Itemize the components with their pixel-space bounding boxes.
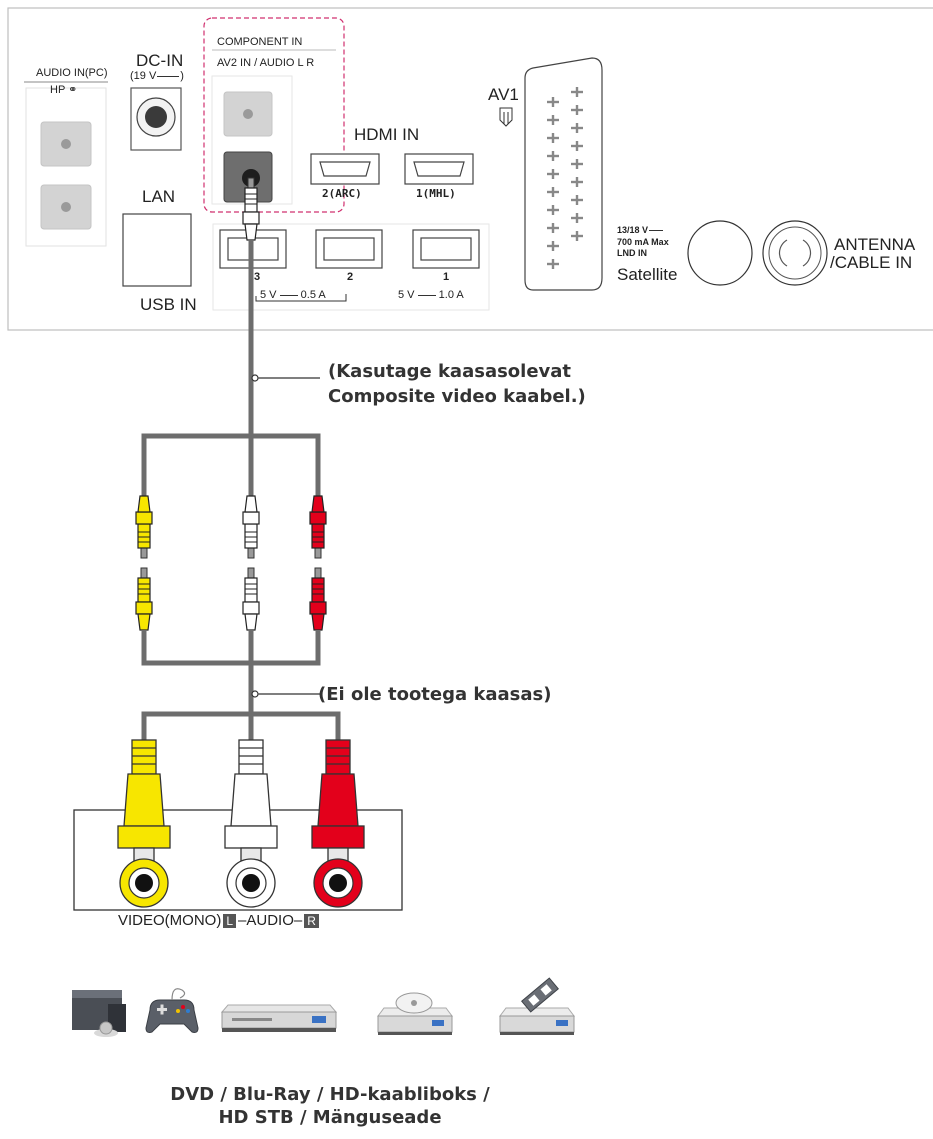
device-caption-line2: HD STB / Mänguseade xyxy=(218,1107,442,1129)
antenna-label-1: ANTENNA xyxy=(834,235,916,254)
big-plug-red xyxy=(311,739,365,867)
av2-in-label: AV2 IN / AUDIO L R xyxy=(217,57,315,69)
antenna-port xyxy=(762,220,828,286)
device-caption: DVD / Blu-Ray / HD-kaabliboks / HD STB /… xyxy=(100,1083,560,1130)
usb-port-1 xyxy=(412,229,480,269)
dc-symbol-icon xyxy=(279,294,298,296)
cable-merge-mid xyxy=(141,630,321,666)
usb-3-label: 3 xyxy=(254,271,261,283)
av1-scart-port xyxy=(524,57,603,291)
usb-1-power-label: 5 V 1.0 A xyxy=(398,290,464,301)
antenna-label-2: /CABLE IN xyxy=(830,253,913,272)
usb-1-current: 1.0 A xyxy=(438,289,464,301)
hp-label: HP ⚭ xyxy=(50,85,77,96)
component-jack-top xyxy=(223,91,273,137)
big-plug-white xyxy=(224,739,278,867)
hp-text: HP xyxy=(50,84,66,96)
pc-icon xyxy=(72,990,126,1037)
usb-3-2-voltage: 5 V xyxy=(260,289,277,301)
plug-red-mid xyxy=(309,567,327,631)
satellite-lnd-label: LND IN xyxy=(617,248,647,258)
dc-in-label: DC-IN xyxy=(136,51,184,70)
audio-in-pc-label: AUDIO IN(PC) xyxy=(36,67,108,79)
dc-symbol-icon xyxy=(417,294,436,296)
satellite-current-label: 700 mA Max xyxy=(617,237,669,247)
dc-in-voltage-label: (19 V) xyxy=(130,70,184,82)
satellite-voltage-label: 13/18 V xyxy=(617,225,664,235)
component-in-highlight xyxy=(203,17,345,213)
hdmi-1-label: 1(MHL) xyxy=(416,187,456,200)
plug-white-top xyxy=(242,495,260,559)
satellite-port xyxy=(687,220,753,286)
headphone-icon: ⚭ xyxy=(68,84,78,96)
usb-1-voltage: 5 V xyxy=(398,289,415,301)
audio-dash-left: – xyxy=(238,912,247,929)
audio-in-jack-top xyxy=(40,121,92,167)
dc-symbol-icon xyxy=(157,75,180,77)
sat-voltage-text: 13/18 V xyxy=(617,225,649,235)
dvd-player-icon xyxy=(377,992,453,1035)
cable-split-top xyxy=(141,433,321,500)
device-panel-label: VIDEO(MONO)L–AUDIO–R xyxy=(118,913,319,928)
lan-port xyxy=(122,213,192,287)
device-jack-audio-r xyxy=(313,858,363,908)
satellite-label: Satellite xyxy=(617,265,678,284)
device-jack-audio-l xyxy=(226,858,276,908)
l-badge: L xyxy=(223,914,237,928)
usb-2-label: 2 xyxy=(347,271,354,283)
plug-yellow-mid xyxy=(135,567,153,631)
device-caption-line1: DVD / Blu-Ray / HD-kaabliboks / xyxy=(170,1084,490,1105)
set-top-box-icon xyxy=(499,977,575,1035)
dc-in-voltage-text: (19 V xyxy=(130,70,157,82)
plug-yellow-top xyxy=(135,495,153,559)
usb-3-2-current: 0.5 A xyxy=(300,289,326,301)
hdmi-port-2-arc xyxy=(310,153,380,185)
device-jack-video xyxy=(119,858,169,908)
audio-in-jack-bottom xyxy=(40,184,92,230)
supplied-cable-callout-2: Composite video kaabel.) xyxy=(328,386,586,407)
usb-in-label: USB IN xyxy=(140,295,197,314)
gamepad-icon xyxy=(145,988,199,1033)
usb-3-2-power-label: 5 V 0.5 A xyxy=(260,290,326,301)
audio-dash-right: – xyxy=(293,912,303,929)
r-badge: R xyxy=(304,914,319,928)
big-plug-yellow xyxy=(117,739,171,867)
plug-white-mid xyxy=(242,567,260,631)
video-mono-label: VIDEO(MONO) xyxy=(118,912,222,929)
usb-port-2 xyxy=(315,229,383,269)
hdmi-2-label: 2(ARC) xyxy=(322,187,362,200)
blu-ray-player-icon xyxy=(220,1004,338,1032)
lan-label: LAN xyxy=(142,187,176,206)
supplied-cable-callout-1: (Kasutage kaasasolevat xyxy=(328,361,572,382)
av1-scart-icon xyxy=(499,107,513,127)
component-in-label: COMPONENT IN xyxy=(217,36,303,48)
dc-in-jack xyxy=(130,87,182,151)
av1-label: AV1 xyxy=(488,85,519,104)
usb-1-label: 1 xyxy=(443,271,450,283)
dc-symbol-icon xyxy=(649,230,664,232)
plug-red-top xyxy=(309,495,327,559)
audio-label: AUDIO xyxy=(246,912,294,929)
hdmi-port-1-mhl xyxy=(404,153,474,185)
cable-split-bottom xyxy=(141,711,341,740)
hdmi-in-label: HDMI IN xyxy=(354,125,420,144)
not-supplied-callout: (Ei ole tootega kaasas) xyxy=(318,684,552,705)
